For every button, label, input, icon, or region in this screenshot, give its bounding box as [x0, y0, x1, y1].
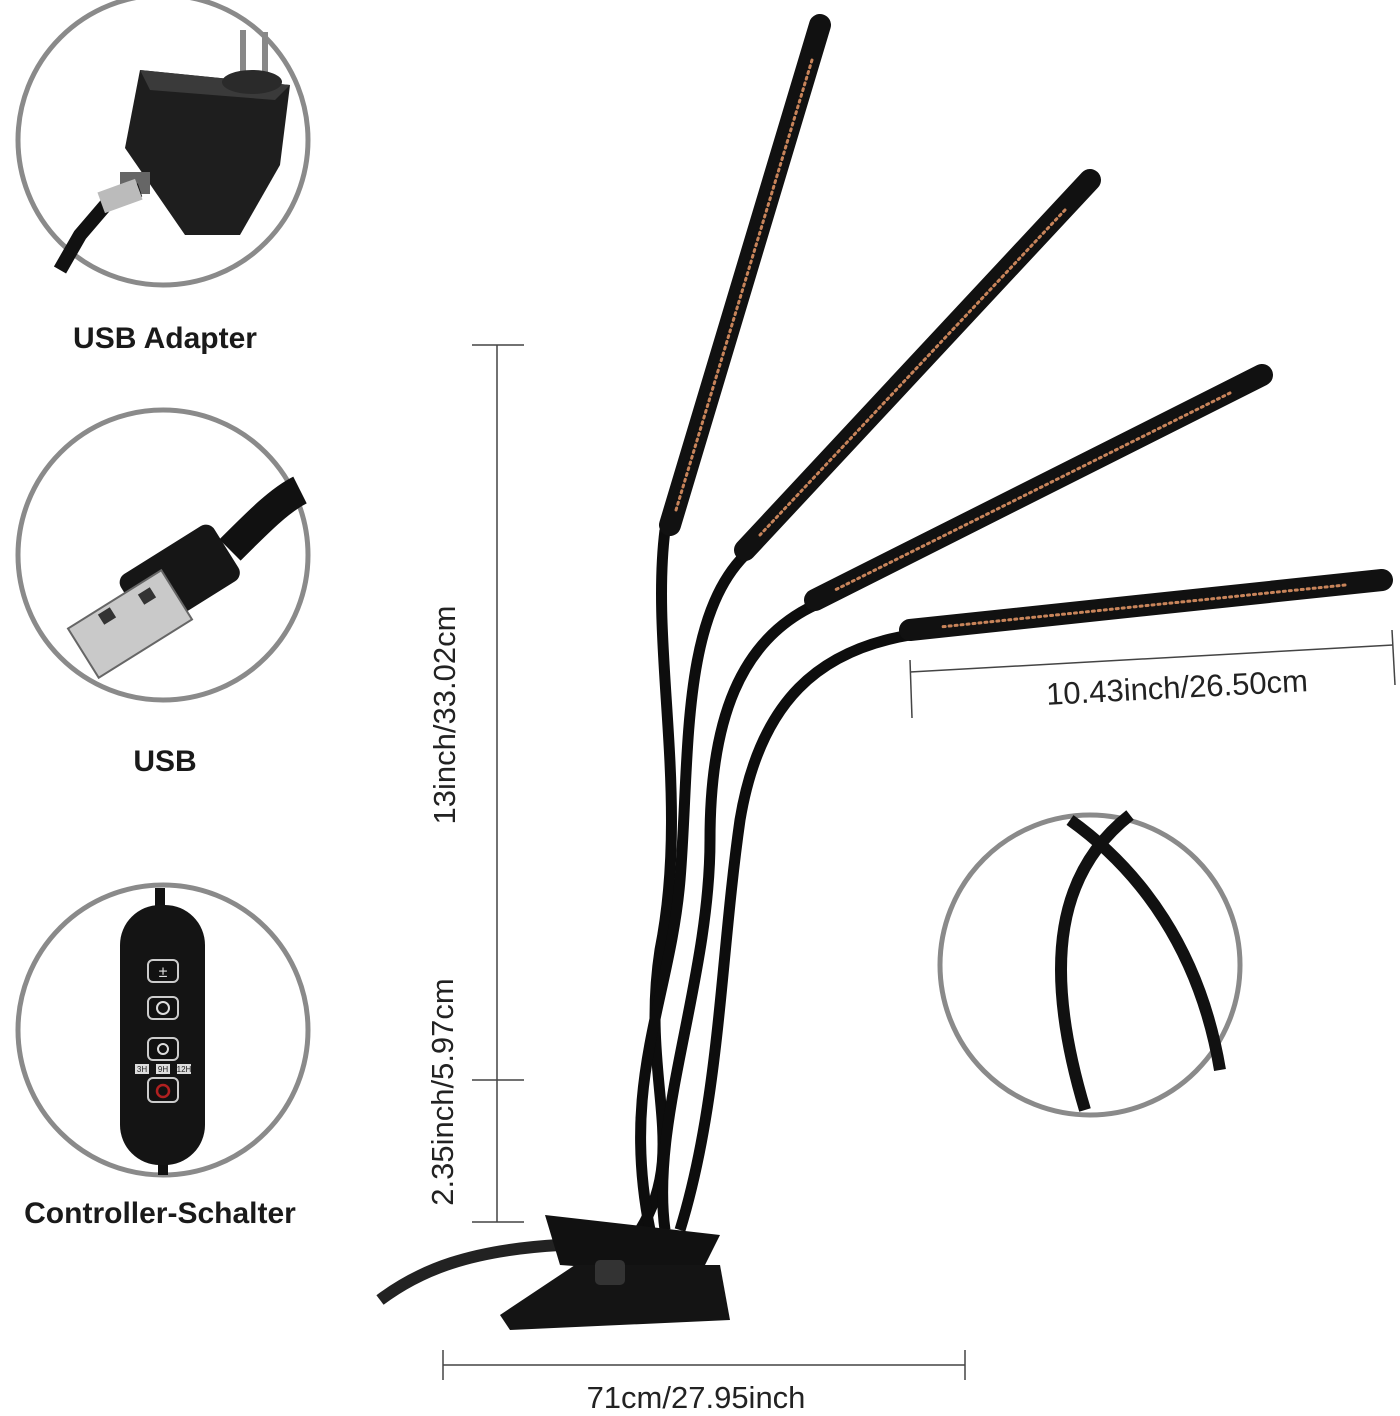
timer-option-9h: 9H: [158, 1065, 168, 1074]
light-bars: [659, 14, 1393, 641]
total-width-label: 71cm/27.95inch: [586, 1380, 806, 1415]
dimension-lines: [442, 344, 1396, 1380]
gooseneck-detail-circle: [937, 810, 1243, 1118]
svg-text:±: ±: [159, 964, 168, 981]
timer-option-3h: 3H: [137, 1065, 147, 1074]
clamp: [376, 1215, 730, 1330]
controller-circle: ± 3H 9H 12H: [15, 882, 311, 1178]
height-lower-label: 2.35inch/5.97cm: [425, 978, 460, 1206]
usb-adapter-label: USB Adapter: [73, 322, 257, 355]
goosenecks: [635, 529, 911, 1233]
height-upper-label: 13inch/33.02cm: [427, 605, 462, 825]
controller-label: Controller-Schalter: [24, 1197, 296, 1230]
usb-adapter-circle: [15, 0, 311, 288]
timer-option-12h: 12H: [177, 1065, 192, 1074]
usb-circle: [15, 407, 311, 703]
timer-labels: 3H 9H 12H: [135, 1064, 192, 1074]
usb-label: USB: [133, 745, 197, 778]
